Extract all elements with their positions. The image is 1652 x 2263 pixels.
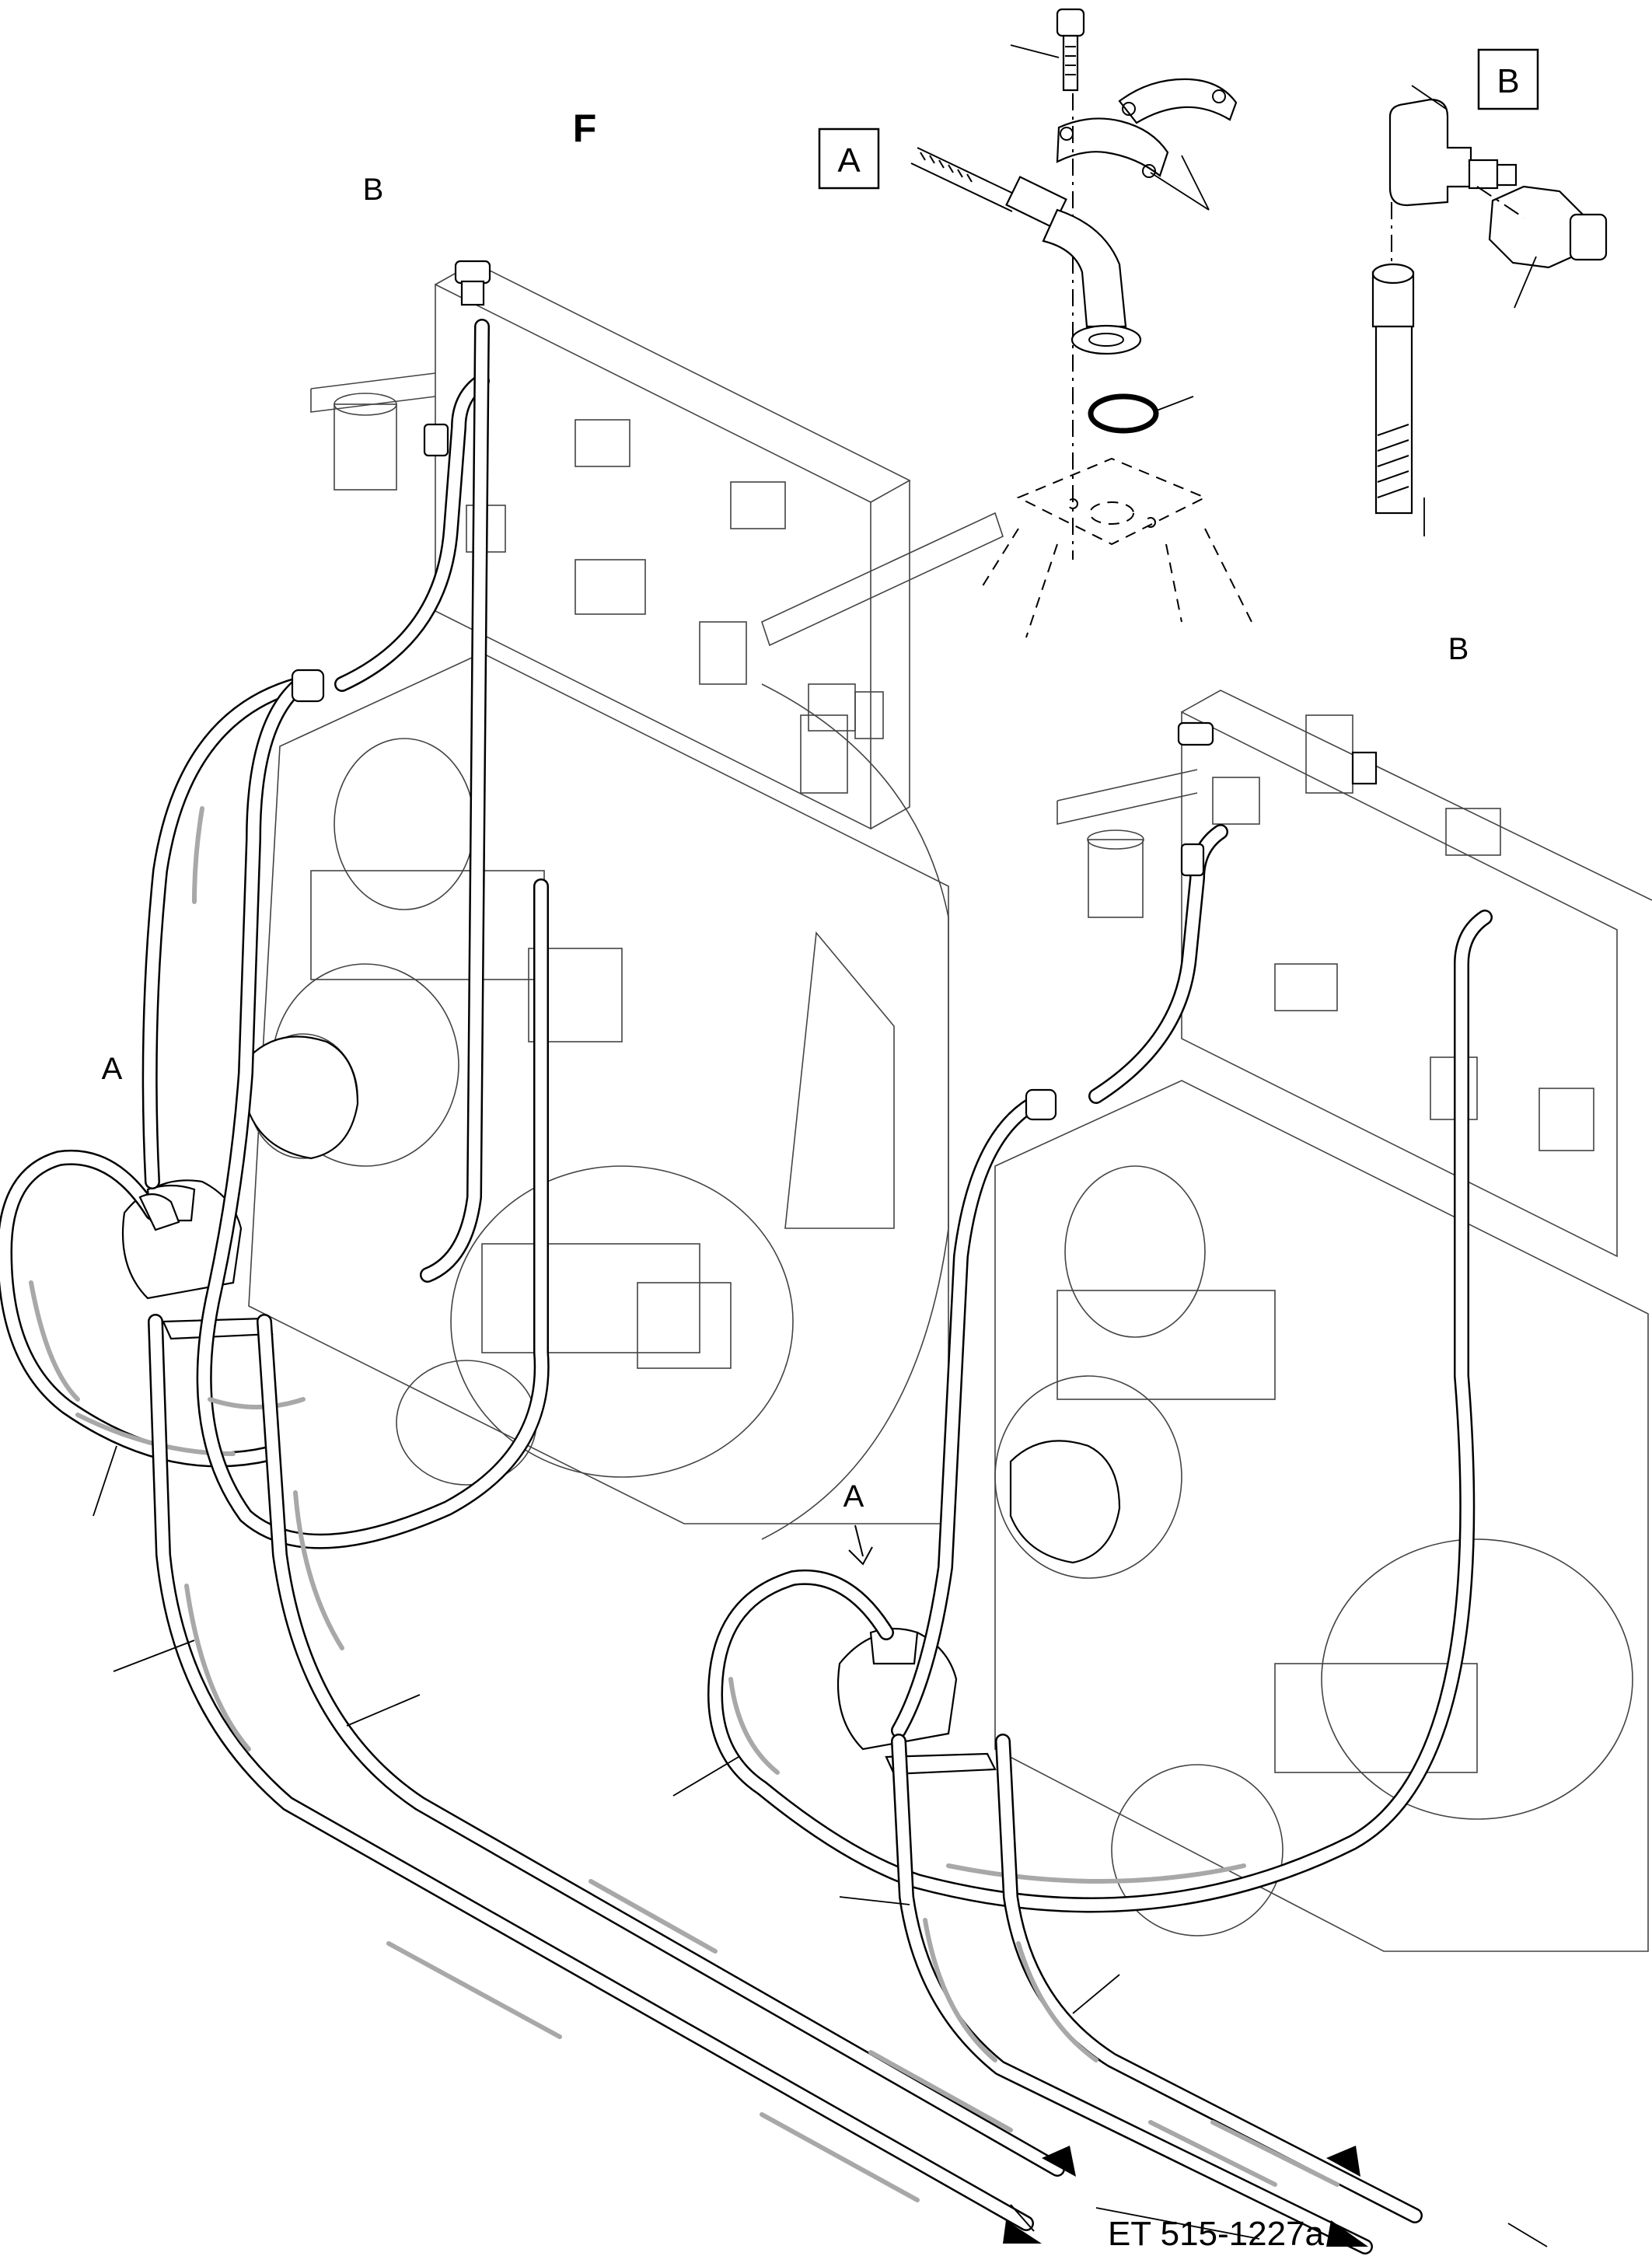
right-unit-b-label: B — [1448, 632, 1469, 666]
detail-a-box — [818, 127, 880, 190]
detail-b-group: B — [1371, 48, 1608, 536]
hose-end-b-icon — [1371, 263, 1425, 536]
right-unit-a-label: A — [843, 1479, 864, 1514]
flow-arrows — [1003, 2146, 1368, 2247]
left-hoses — [0, 260, 1065, 2231]
arrow-in-left-icon — [1042, 2146, 1076, 2177]
callout-leaders — [93, 1445, 1548, 2247]
hex-plug-icon — [1488, 185, 1608, 309]
view-flag-icon: F — [573, 107, 597, 150]
detail-b-label: B — [1497, 62, 1519, 100]
elbow-fitting-icon — [1388, 85, 1518, 207]
mounting-port-outline — [979, 457, 1252, 638]
arrow-in-right-icon — [1326, 2146, 1360, 2177]
arrow-out-left-icon — [1003, 2220, 1042, 2244]
detail-a-group: A — [818, 8, 1252, 638]
cap-screw-icon — [1010, 8, 1085, 92]
detail-b-box — [1477, 48, 1539, 110]
drawing-reference-code: ET 515-1227a — [1108, 2215, 1325, 2253]
right-hoses — [707, 721, 1493, 2254]
split-flange-icon — [1056, 78, 1238, 211]
left-unit-a-label: A — [102, 1052, 123, 1086]
hose-elbow-a-icon — [910, 147, 1142, 355]
o-ring-icon — [1088, 393, 1194, 434]
detail-a-label: A — [837, 141, 861, 180]
arrow-out-right-icon — [1326, 2220, 1368, 2247]
left-control-unit: B F A — [102, 107, 1004, 1540]
left-unit-b-label: B — [363, 173, 384, 207]
